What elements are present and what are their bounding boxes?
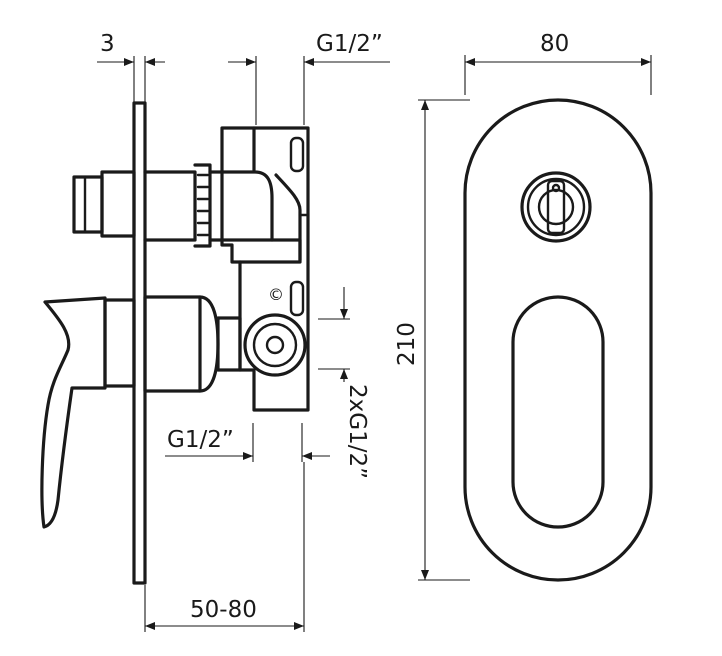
label-outlet-connections: 2xG1/2” (344, 384, 370, 479)
dim-top-connection: G1/2” (228, 31, 390, 125)
ce-mark: © (268, 285, 284, 304)
dim-wall-depth: 50-80 (144, 462, 305, 632)
side-view: © 3 (40, 31, 390, 632)
diverter-body (143, 163, 274, 248)
front-cover-plate (463, 98, 653, 582)
label-top-connection: G1/2” (316, 31, 383, 57)
dim-plate-thickness: 3 (97, 31, 165, 103)
label-height: 210 (394, 322, 420, 366)
lever-handle (40, 296, 136, 529)
label-width: 80 (540, 31, 569, 57)
dim-width: 80 (464, 31, 652, 95)
label-plate-thickness: 3 (100, 31, 115, 57)
valve-housing: © (220, 126, 310, 412)
lever-opening (511, 295, 605, 529)
front-view: 80 210 (394, 31, 653, 582)
mixer-cartridge (143, 295, 242, 393)
dim-outlet-connections: 2xG1/2” (318, 287, 370, 479)
label-side-connection: G1/2” (167, 427, 234, 453)
dim-height: 210 (394, 99, 470, 581)
diverter-knob-front (520, 171, 592, 243)
label-wall-depth: 50-80 (190, 597, 257, 623)
outlet-port (243, 313, 307, 377)
dim-side-connection: G1/2” (165, 423, 330, 462)
diverter-knob (72, 170, 136, 238)
cover-plate (132, 101, 147, 585)
